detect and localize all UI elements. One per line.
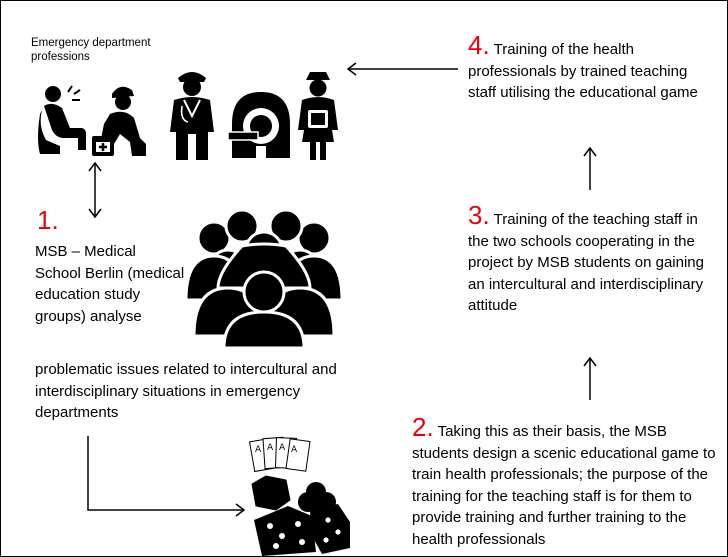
step-4-number: 4.	[468, 30, 490, 60]
svg-text:A: A	[255, 445, 262, 455]
group-of-people-icon	[184, 208, 344, 350]
step-1-text-b: problematic issues related to intercultu…	[35, 361, 337, 421]
svg-text:A: A	[279, 443, 286, 453]
step-1-text-a: MSB – Medical School Berlin (medical edu…	[35, 243, 185, 325]
step-2-number: 2.	[412, 412, 434, 442]
paramedic-icon	[92, 86, 146, 156]
ct-scanner-icon	[227, 92, 290, 158]
arrow-up-2-to-3	[583, 356, 597, 400]
svg-text:A: A	[291, 445, 298, 455]
step-2-text: Taking this as their basis, the MSB stud…	[412, 423, 716, 548]
step-3-number: 3.	[468, 200, 490, 230]
step-4-block: 4. Training of the health professionals …	[468, 32, 718, 104]
step-3-block: 3. Training of the teaching staff in the…	[468, 202, 713, 317]
nurse-icon	[298, 72, 338, 160]
step-4-text: Training of the health professionals by …	[468, 41, 698, 101]
arrow-up-3-to-4	[583, 146, 597, 190]
svg-text:A: A	[267, 443, 274, 453]
step-3-text: Training of the teaching staff in the tw…	[468, 211, 704, 314]
professions-label: Emergency department professions	[31, 37, 151, 63]
step-1-number: 1.	[37, 205, 59, 235]
doctor-icon	[170, 72, 214, 160]
arrow-left	[346, 62, 458, 76]
double-arrow-vertical	[88, 161, 102, 219]
step-2-block: 2. Taking this as their basis, the MSB s…	[412, 414, 720, 550]
injured-patient-icon	[38, 85, 86, 154]
professions-icons	[38, 70, 338, 162]
arrow-l-shape	[87, 436, 246, 517]
